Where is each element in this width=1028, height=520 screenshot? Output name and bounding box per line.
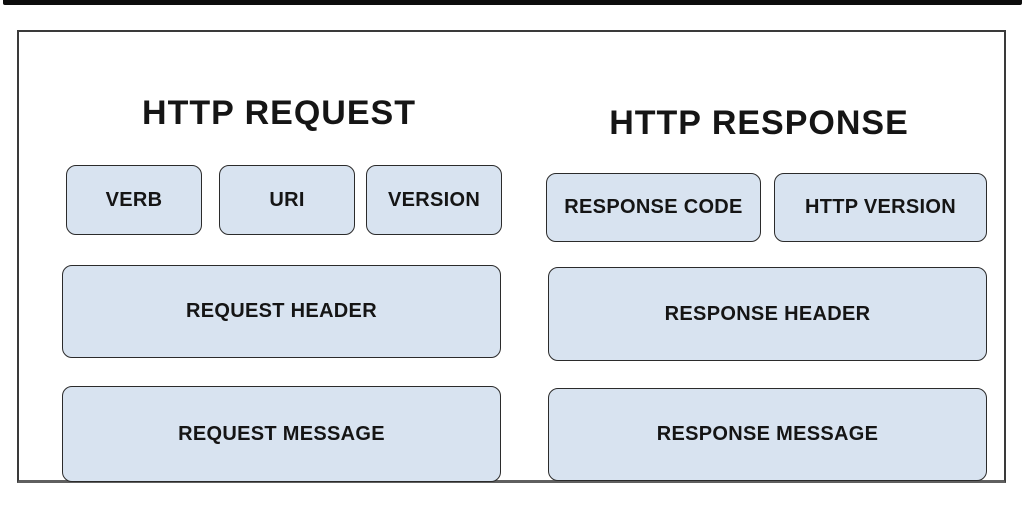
response-header-box: RESPONSE HEADER — [548, 267, 987, 361]
request-message-box: REQUEST MESSAGE — [62, 386, 501, 482]
verb-box: VERB — [66, 165, 202, 235]
top-window-edge-bar — [3, 0, 1022, 5]
verb-box-label: VERB — [105, 188, 163, 211]
request-header-box-label: REQUEST HEADER — [186, 300, 377, 322]
response-code-box: RESPONSE CODE — [546, 173, 761, 242]
http-version-box: HTTP VERSION — [774, 173, 987, 242]
version-box-label: VERSION — [387, 188, 481, 211]
response-code-box-label: RESPONSE CODE — [564, 196, 743, 218]
uri-box: URI — [219, 165, 355, 235]
http-request-title: HTTP REQUEST — [142, 94, 416, 132]
request-header-box: REQUEST HEADER — [62, 265, 501, 358]
http-version-box-label: HTTP VERSION — [804, 196, 957, 218]
response-header-box-label: RESPONSE HEADER — [664, 302, 871, 325]
request-message-box-label: REQUEST MESSAGE — [178, 422, 385, 445]
diagram-outer-frame: HTTP REQUEST VERB URI VERSION REQUEST HE… — [17, 30, 1006, 483]
uri-box-label: URI — [269, 188, 305, 211]
response-message-box: RESPONSE MESSAGE — [548, 388, 987, 481]
version-box: VERSION — [366, 165, 502, 235]
http-response-title: HTTP RESPONSE — [609, 104, 909, 142]
response-message-box-label: RESPONSE MESSAGE — [656, 423, 879, 445]
